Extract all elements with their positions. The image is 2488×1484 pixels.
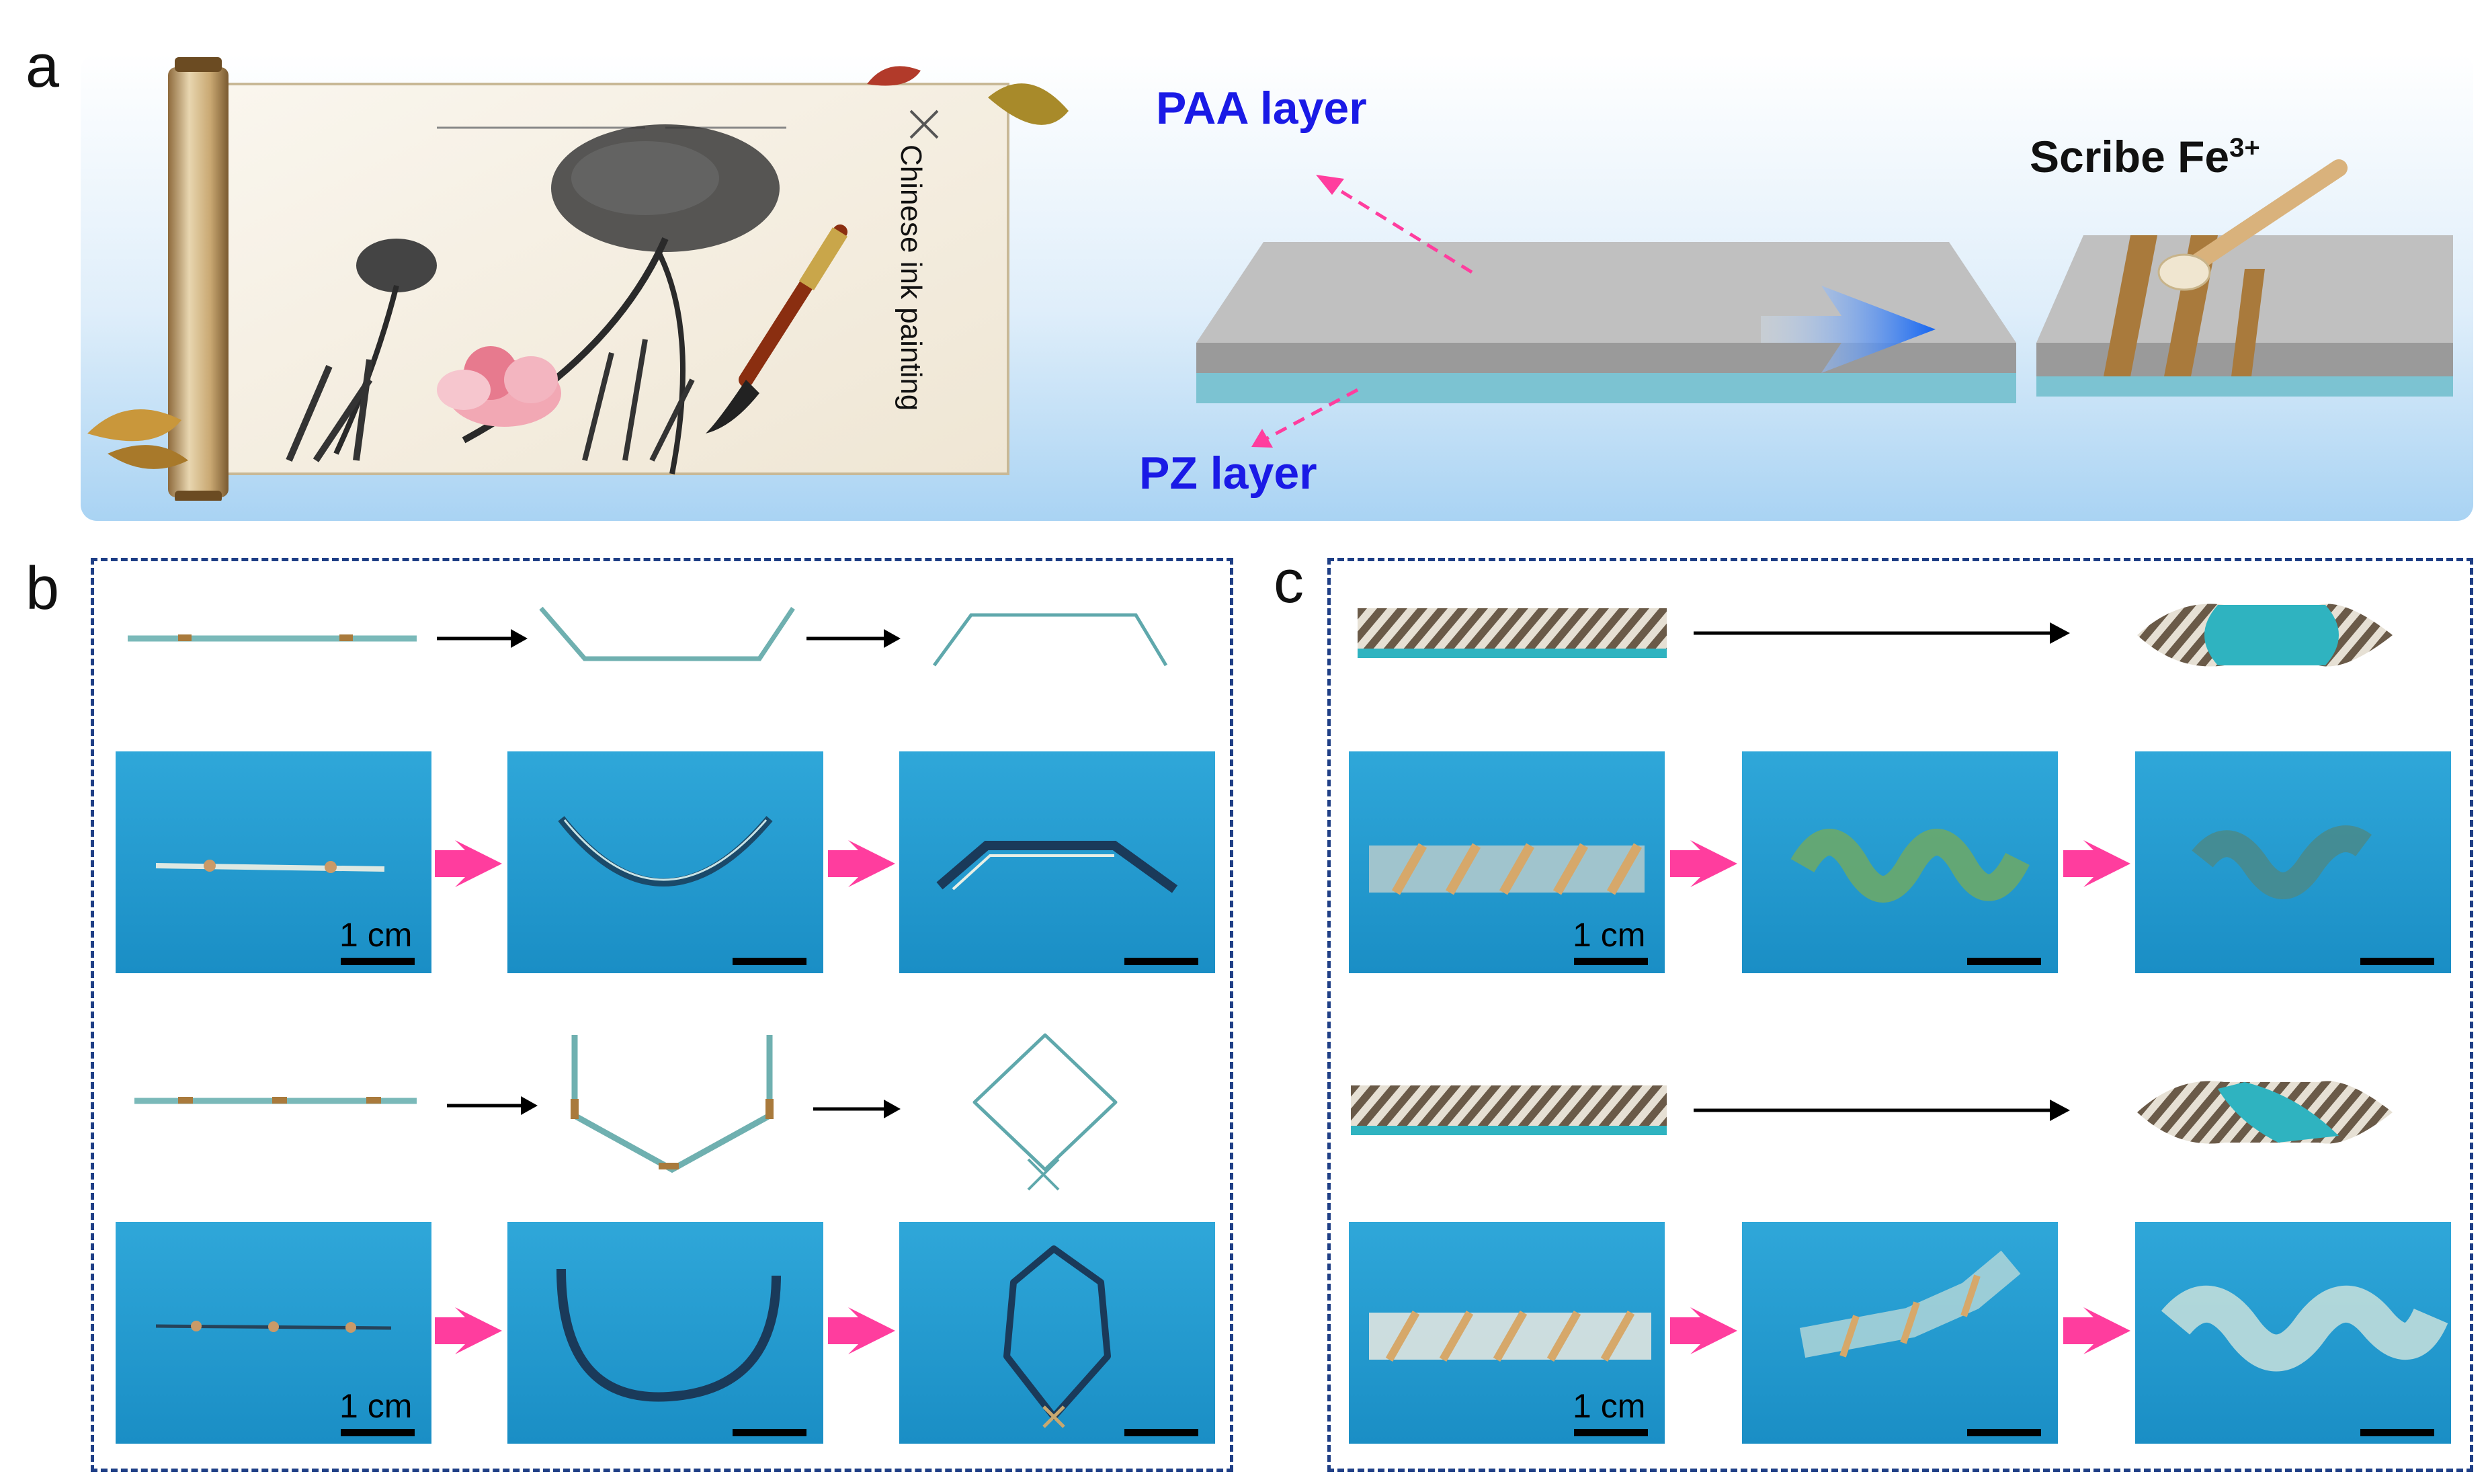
scale-bar <box>341 958 415 965</box>
pink-arrow-icon <box>1670 1307 1737 1354</box>
scale-bar <box>1967 1429 2041 1436</box>
pink-arrow-icon <box>828 840 895 887</box>
paa-layer-label: PAA layer <box>1156 83 1367 134</box>
panel-b-photo-2 <box>507 751 823 973</box>
pink-arrow-icon <box>2063 840 2130 887</box>
scale-bar <box>733 958 806 965</box>
panel-b-photo-5 <box>507 1222 823 1444</box>
panel-c-photo-1 <box>1349 751 1665 973</box>
scale-bar <box>1124 958 1198 965</box>
panel-c-row3-schematic <box>1351 1081 2393 1144</box>
scale-bar-label: 1 cm <box>339 916 413 954</box>
scale-bar <box>2360 958 2434 965</box>
scale-bar-label: 1 cm <box>1573 916 1646 954</box>
panel-label-c: c <box>1274 548 1304 616</box>
panel-b-photo-1 <box>116 751 431 973</box>
scale-bar <box>1574 958 1648 965</box>
ink-painting-scroll <box>87 57 1069 501</box>
panel-c-photo-6 <box>2135 1222 2451 1444</box>
scroll-caption: Chinese ink painting <box>895 145 927 411</box>
panel-label-a: a <box>26 33 60 100</box>
pink-arrow-icon <box>2063 1307 2130 1354</box>
panel-c-row1-schematic <box>1358 604 2393 667</box>
panel-label-b: b <box>26 555 60 622</box>
scale-bar <box>1124 1429 1198 1436</box>
scribed-slab <box>2036 235 2453 397</box>
panel-b-photo-3 <box>899 751 1215 973</box>
panel-c-photo-3 <box>2135 751 2451 973</box>
pink-arrow-icon <box>435 840 502 887</box>
panel-b-row1-schematic <box>128 606 1168 667</box>
bilayer-slab <box>1196 242 2016 403</box>
scale-bar-label: 1 cm <box>339 1387 413 1425</box>
scale-bar <box>341 1429 415 1436</box>
scale-bar <box>733 1429 806 1436</box>
scale-bar <box>1967 958 2041 965</box>
pink-arrow-icon <box>1670 840 1737 887</box>
panel-b-photo-6 <box>899 1222 1215 1444</box>
panel-c-photo-4 <box>1349 1222 1665 1444</box>
pink-arrow-icon <box>435 1307 502 1354</box>
panel-b-photo-4 <box>116 1222 431 1444</box>
panel-a-schematic <box>1196 175 2453 448</box>
scale-bar <box>1574 1429 1648 1436</box>
scale-bar-label: 1 cm <box>1573 1387 1646 1425</box>
panel-b-row3-schematic <box>134 1033 1118 1191</box>
pink-arrow-icon <box>828 1307 895 1354</box>
pz-layer-label: PZ layer <box>1139 448 1317 499</box>
scribe-fe-label: Scribe Fe3+ <box>2030 132 2260 181</box>
panel-b-frame <box>91 558 1233 1472</box>
panel-c-photo-5 <box>1742 1222 2058 1444</box>
swab-icon <box>2157 159 2348 291</box>
scale-bar <box>2360 1429 2434 1436</box>
panel-c-photo-2 <box>1742 751 2058 973</box>
panel-c-frame <box>1327 558 2473 1472</box>
